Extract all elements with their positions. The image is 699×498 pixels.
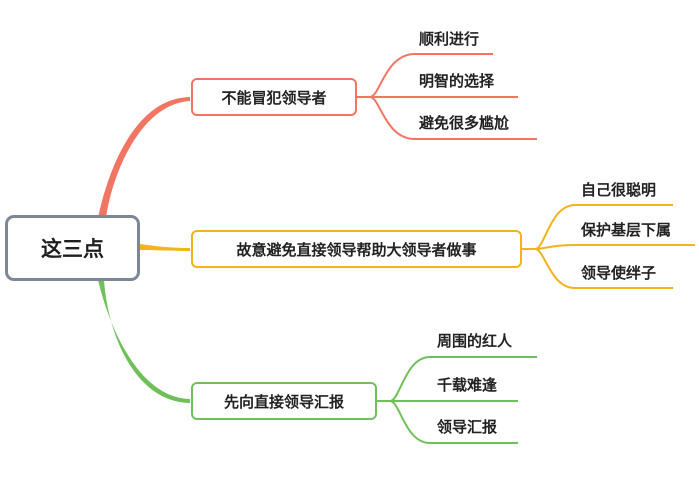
connector-root-branch-2 — [140, 244, 190, 251]
leaf-node-2-2[interactable]: 保护基层下属 — [581, 221, 672, 239]
leaf-node-3-2[interactable]: 千载难逢 — [437, 376, 498, 394]
branch-node-2[interactable]: 故意避免直接领导帮助大领导者做事 — [191, 230, 522, 268]
connectors-branch-3 — [377, 356, 537, 444]
connector-root-branch-1 — [98, 97, 190, 218]
connectors-branch-2 — [522, 204, 695, 289]
leaf-node-1-3[interactable]: 避免很多尴尬 — [419, 114, 510, 132]
connector-root-branch-3 — [98, 280, 190, 403]
leaf-node-3-1[interactable]: 周围的红人 — [437, 332, 513, 350]
leaf-node-2-1[interactable]: 自己很聪明 — [581, 181, 657, 199]
leaf-node-1-2[interactable]: 明智的选择 — [419, 72, 495, 90]
leaf-node-1-1[interactable]: 顺利进行 — [419, 30, 480, 48]
branch-node-1[interactable]: 不能冒犯领导者 — [191, 78, 357, 116]
branch-node-3[interactable]: 先向直接领导汇报 — [191, 382, 377, 420]
root-node[interactable]: 这三点 — [5, 215, 140, 281]
connectors-branch-1 — [357, 53, 537, 140]
leaf-node-2-3[interactable]: 领导使绊子 — [581, 264, 657, 282]
leaf-node-3-3[interactable]: 领导汇报 — [437, 418, 498, 436]
